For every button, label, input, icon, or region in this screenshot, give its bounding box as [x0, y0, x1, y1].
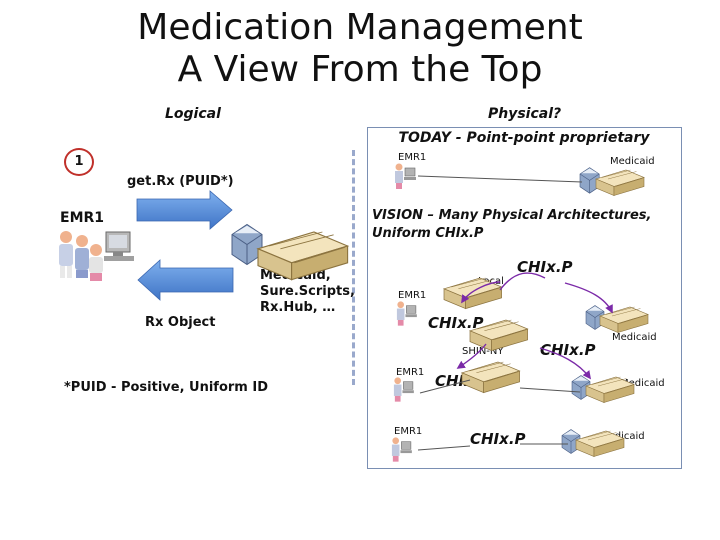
link-shin-to-medicaid-b — [539, 347, 592, 380]
vision-line2: Uniform CHIx.P — [372, 226, 484, 241]
emr-a-label: EMR1 — [398, 290, 427, 301]
chixp-top-label: CHIx.P — [517, 258, 573, 276]
getrx-label: get.Rx (PUID*) — [127, 174, 234, 189]
local-label: Local — [478, 276, 504, 287]
divider-line — [352, 150, 355, 385]
today-medicaid-rack-icon — [595, 169, 645, 196]
emr-b-icon — [393, 376, 415, 403]
logical-label: Logical — [165, 106, 221, 122]
medicaid-c-label: Medicaid — [600, 431, 645, 442]
medicaid-c-rack-icon — [575, 430, 625, 457]
rx-object-arrow — [137, 259, 234, 301]
today-emr-label: EMR1 — [398, 152, 427, 163]
medicaid-a-label: Medicaid — [612, 332, 657, 343]
medicaid-b-rack-icon — [585, 376, 635, 403]
medicaid-b-label: Medicaid — [620, 378, 665, 389]
chixp-right-label: CHIx.P — [540, 341, 596, 359]
emr-people-icon — [59, 231, 134, 281]
shin-rack-icon — [469, 319, 528, 351]
vision-label: VISION – Many Physical Architectures, Un… — [372, 207, 651, 243]
page-title-line2: A View From the Top — [177, 49, 543, 90]
page-title-line1: Medication Management — [137, 7, 583, 48]
medicaid-sources-rack-icon — [257, 231, 349, 281]
emr-a-icon — [396, 300, 418, 327]
emr-c-icon — [391, 436, 413, 463]
step-badge: 1 — [64, 148, 94, 176]
link-shin-to-emr-b — [456, 343, 487, 369]
emr-c-label: EMR1 — [394, 426, 423, 437]
emr-b-label: EMR1 — [396, 367, 425, 378]
physical-label: Physical? — [488, 106, 562, 122]
link-chixp-to-medicaid — [564, 282, 613, 314]
chixp-c-label: CHIx.P — [470, 430, 526, 448]
today-label: TODAY - Point-point proprietary — [398, 130, 650, 146]
today-emr-icon — [394, 163, 417, 190]
today-medicaid-label: Medicaid — [610, 156, 655, 167]
chixp-b-rack-icon — [461, 361, 520, 393]
chixp-mid-label: CHIx.P — [428, 314, 484, 332]
puid-note: *PUID - Positive, Uniform ID — [64, 380, 269, 395]
rx-object-label: Rx Object — [145, 315, 216, 330]
emr1-left-label: EMR1 — [60, 210, 105, 226]
link-shin-to-local — [499, 272, 546, 291]
medicaid-sources-line2: Sure.Scripts, — [260, 284, 355, 299]
vision-line1: VISION – Many Physical Architectures, — [372, 208, 652, 223]
getrx-arrow — [136, 190, 233, 230]
shin-label: SHIN-NY — [462, 346, 504, 357]
medicaid-a-rack-icon — [599, 306, 649, 333]
medicaid-sources-line3: Rx.Hub, … — [260, 300, 336, 315]
link-local-to-emr — [461, 281, 501, 304]
